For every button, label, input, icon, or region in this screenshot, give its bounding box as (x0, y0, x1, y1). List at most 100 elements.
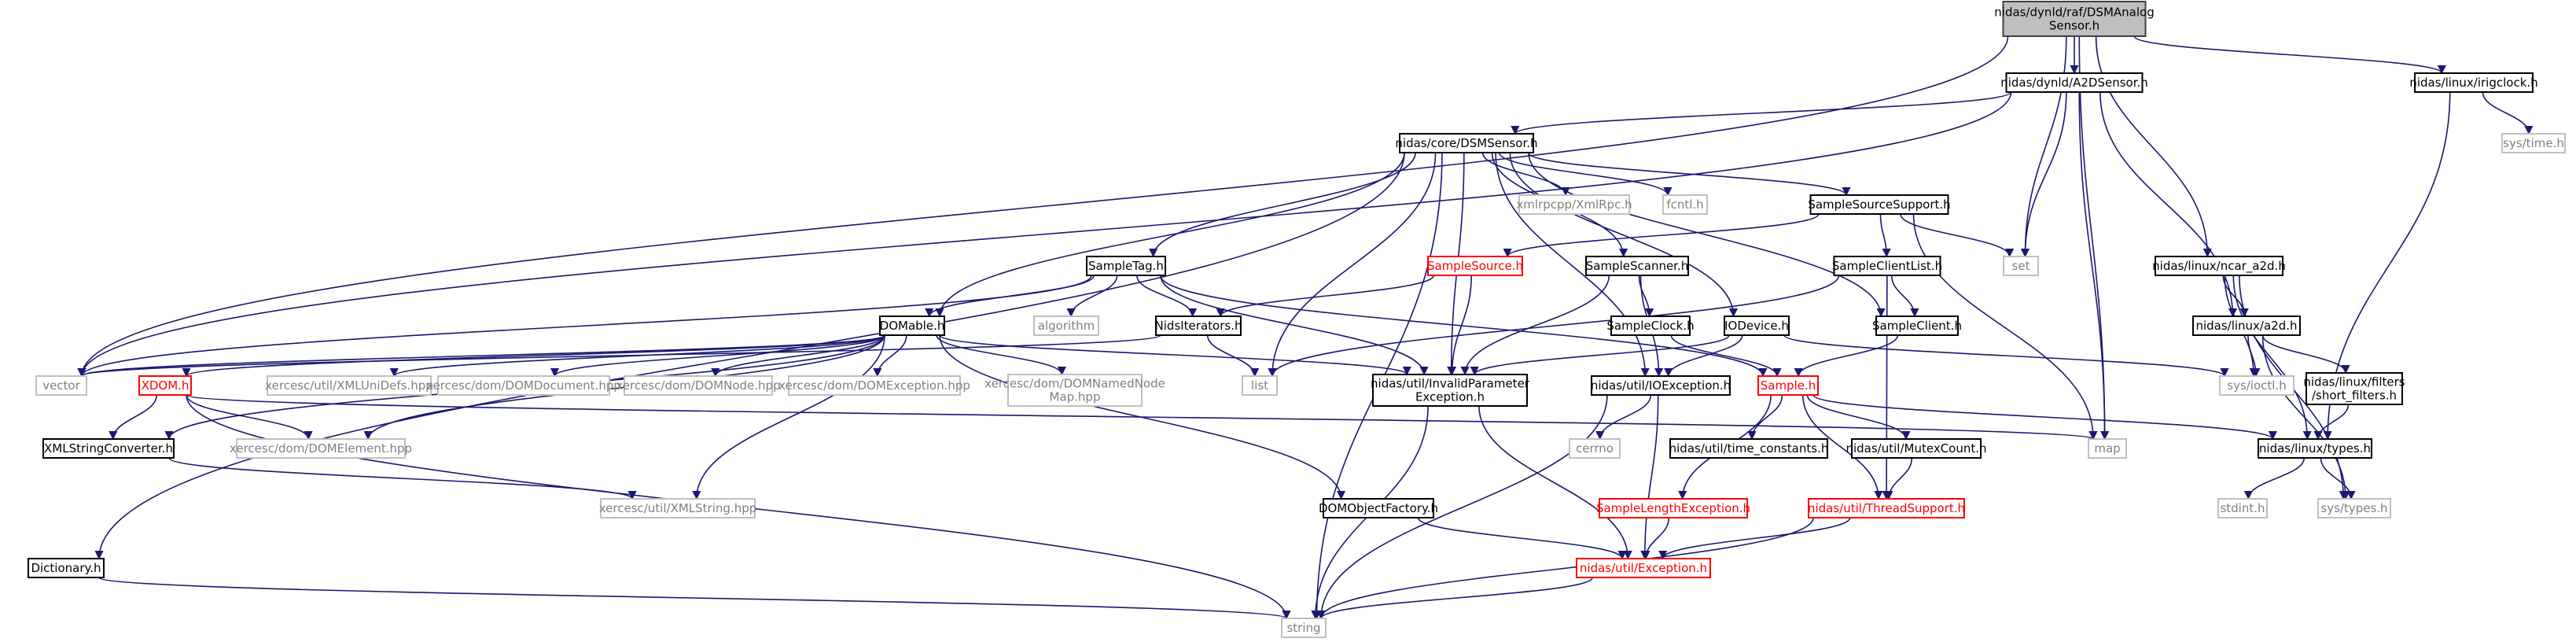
edge-linuxa2d-to-shortfilters (2261, 334, 2350, 374)
node-exception[interactable]: nidas/util/Exception.h (1576, 558, 1711, 578)
node-list: list (1242, 375, 1278, 396)
node-box (1323, 498, 1434, 518)
edge-domable-to-domdocument (550, 334, 885, 378)
node-label: sys/types.h (2320, 501, 2387, 515)
node-box (1591, 375, 1731, 396)
node-label: xercesc/dom/DOMNamedNode (984, 377, 1165, 391)
edge-samplescanner-to-invalidparam (1460, 275, 1610, 376)
node-label: Sensor.h (2049, 19, 2099, 33)
node-box (1610, 315, 1691, 336)
node-label: SampleClock.h (1606, 319, 1694, 333)
edge-dsmsensor-to-sourcesupport (1527, 152, 1851, 197)
edge-threadsupport-to-string (1316, 517, 1814, 620)
edge-xdom-to-map (186, 394, 2097, 441)
node-box (1576, 558, 1711, 578)
node-label: fcntl.h (1666, 197, 1703, 212)
node-box (2088, 438, 2127, 459)
node-label: sys/time.h (2503, 136, 2564, 150)
node-box (1757, 375, 1819, 396)
node-dictionary[interactable]: Dictionary.h (28, 558, 105, 578)
node-domable[interactable]: DOMable.h (879, 315, 945, 336)
node-box (1427, 256, 1523, 276)
edge-xmlstringconv-to-xmlstring (168, 457, 637, 500)
edge-root-to-set (2020, 35, 2067, 258)
edge-samplescanner-to-sampleclock (1638, 275, 1654, 318)
node-ioexception[interactable]: nidas/util/IOException.h (1591, 375, 1731, 396)
node-box (2219, 375, 2294, 396)
node-sampleclient[interactable]: SampleClient.h (1872, 315, 1962, 336)
edge-dsmsensor-to-domable (935, 152, 1405, 318)
edges (77, 35, 2534, 620)
node-label: NidsIterators.h (1155, 319, 1242, 333)
node-box (2414, 72, 2534, 93)
node-linuxtypes[interactable]: nidas/linux/types.h (2258, 438, 2372, 459)
node-linuxa2d[interactable]: nidas/linux/a2d.h (2192, 315, 2301, 336)
node-box (28, 558, 105, 578)
node-label: Exception.h (1415, 390, 1485, 404)
node-mutexcount[interactable]: nidas/util/MutexCount.h (1846, 438, 1987, 459)
node-box (2155, 256, 2283, 276)
node-label: nidas/util/InvalidParameter (1371, 377, 1530, 391)
node-box (1599, 498, 1748, 518)
edge-linuxtypes-to-stdint (2243, 457, 2305, 500)
node-samplescanner[interactable]: SampleScanner.h (1585, 256, 1689, 276)
edge-a2dsensor-to-vector (77, 91, 2012, 378)
node-shortfilters[interactable]: nidas/linux/filters/short_filters.h (2303, 372, 2405, 405)
edge-ioexception-to-cerrno (1595, 394, 1652, 441)
node-label: SampleSourceSupport.h (1808, 197, 1950, 212)
node-box (1669, 438, 1828, 459)
node-domexception: xercesc/dom/DOMException.hpp (778, 375, 970, 396)
node-label: set (2012, 259, 2030, 273)
node-label: SampleLengthException.h (1596, 501, 1750, 515)
node-clientlist[interactable]: SampleClientList.h (1832, 256, 1942, 276)
node-label: SampleClient.h (1872, 319, 1962, 333)
node-threadsupport[interactable]: nidas/util/ThreadSupport.h (1808, 498, 1965, 518)
edge-sourcesupport-to-set (1900, 213, 2015, 258)
node-cerrno: cerrno (1569, 438, 1621, 459)
node-sampleclock[interactable]: SampleClock.h (1606, 315, 1695, 336)
node-lengthexception[interactable]: SampleLengthException.h (1596, 498, 1750, 518)
node-label: Map.hpp (1050, 390, 1101, 404)
node-systime: sys/time.h (2501, 133, 2566, 153)
node-xmlstringconv[interactable]: XMLStringConverter.h (42, 438, 175, 459)
node-domobjectfactory[interactable]: DOMObjectFactory.h (1319, 498, 1438, 518)
edge-niditerators-to-vector (77, 334, 1161, 378)
node-irigclock[interactable]: nidas/linux/irigclock.h (2409, 72, 2538, 93)
node-domdocument: xercesc/dom/DOMDocument.hpp (426, 375, 621, 396)
node-sampletag[interactable]: SampleTag.h (1086, 256, 1166, 276)
node-box (1372, 374, 1528, 407)
edge-root-to-map (2078, 35, 2110, 441)
node-dsmsensor[interactable]: nidas/core/DSMSensor.h (1395, 133, 1538, 153)
edge-samplesource-to-invalidparam (1447, 275, 1472, 376)
node-iodevice[interactable]: IODevice.h (1724, 315, 1790, 336)
edge-root-to-ncara2d (2095, 35, 2212, 258)
node-ncara2d[interactable]: nidas/linux/ncar_a2d.h (2152, 256, 2286, 276)
node-timeconstants[interactable]: nidas/util/time_constants.h (1669, 438, 1829, 459)
node-domelement: xercesc/dom/DOMElement.hpp (230, 438, 412, 459)
node-box (1033, 315, 1099, 336)
node-label: list (1251, 378, 1268, 393)
node-xdom[interactable]: XDOM.h (138, 375, 192, 396)
node-label: xmlrpcpp/XmlRpc.h (1516, 197, 1632, 212)
edge-lengthexception-to-exception (1641, 517, 1670, 560)
node-a2dsensor[interactable]: nidas/dynld/A2DSensor.h (2000, 72, 2148, 93)
node-box (42, 438, 175, 459)
node-label: map (2094, 441, 2120, 456)
node-box (2306, 372, 2403, 405)
node-box (600, 498, 756, 518)
edge-domable-to-xmlstring (692, 334, 885, 500)
node-sourcesupport[interactable]: SampleSourceSupport.h (1808, 194, 1951, 215)
node-box (437, 375, 610, 396)
node-label: stdint.h (2220, 501, 2265, 515)
edge-dictionary-to-string (98, 577, 1290, 620)
node-domnode: xercesc/dom/DOMNode.hpp (616, 375, 781, 396)
node-xmlrpc: xmlrpcpp/XmlRpc.h (1516, 194, 1632, 215)
node-niditerators[interactable]: NidsIterators.h (1155, 315, 1242, 336)
node-sample[interactable]: Sample.h (1757, 375, 1819, 396)
node-samplesource[interactable]: SampleSource.h (1427, 256, 1523, 276)
node-algorithm: algorithm (1033, 315, 1099, 336)
node-box (2003, 256, 2039, 276)
